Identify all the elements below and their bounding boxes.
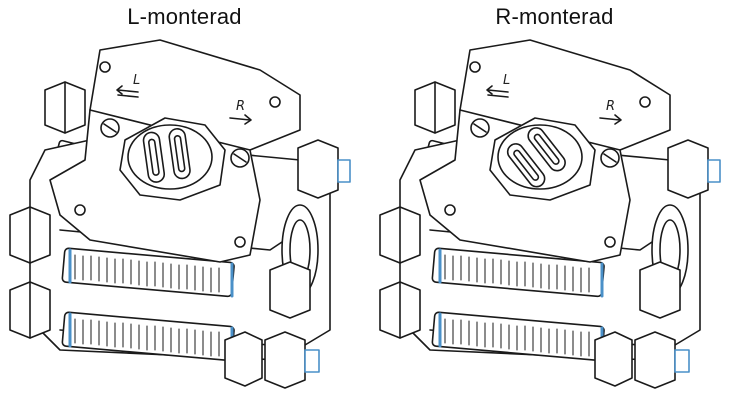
hex-nut-left-mid (379, 206, 421, 264)
arrow-l-label: L (133, 73, 140, 88)
slot-pair (142, 127, 191, 183)
hex-nut-left-top (44, 81, 86, 134)
valve-drawing: L R (9, 39, 351, 389)
screw-head-right (230, 148, 250, 168)
arrow-r-icon (229, 114, 252, 125)
arrow-l-label: L (503, 73, 510, 88)
hex-nut-right-top (667, 139, 721, 199)
slot-pair (506, 127, 566, 188)
valve-drawing: L R (379, 39, 721, 389)
panel-r-monterad: R-monterad (370, 0, 739, 402)
arrow-r-label: R (606, 99, 615, 114)
hex-nut-bottom-mid (224, 331, 263, 387)
hex-nut-left-low (379, 281, 421, 339)
panel-l-monterad: L-monterad (0, 0, 369, 402)
hex-nut-right-low (264, 331, 320, 389)
screw-head-left (470, 118, 490, 138)
rotary-disc (119, 117, 226, 201)
panel-title: L-monterad (127, 4, 242, 29)
screw-head-right (600, 148, 620, 168)
hex-nut-left-mid (9, 206, 51, 264)
hex-nut-bottom-mid (594, 331, 633, 387)
hex-nut-right-mid (269, 261, 311, 319)
hex-nut-right-mid (639, 261, 681, 319)
arrow-r-icon (599, 114, 622, 125)
tie-rod-middle (61, 247, 235, 298)
arrow-r-label: R (236, 99, 245, 114)
rotary-disc (489, 117, 596, 201)
panel-title: R-monterad (495, 4, 614, 29)
hex-nut-left-low (9, 281, 51, 339)
tie-rod-middle (431, 247, 605, 298)
arrow-l-icon (486, 85, 509, 98)
hex-nut-left-top (414, 81, 456, 134)
hex-nut-right-low (634, 331, 690, 389)
screw-head-left (100, 118, 120, 138)
arrow-l-icon (116, 85, 139, 98)
hex-nut-right-top (297, 139, 351, 199)
